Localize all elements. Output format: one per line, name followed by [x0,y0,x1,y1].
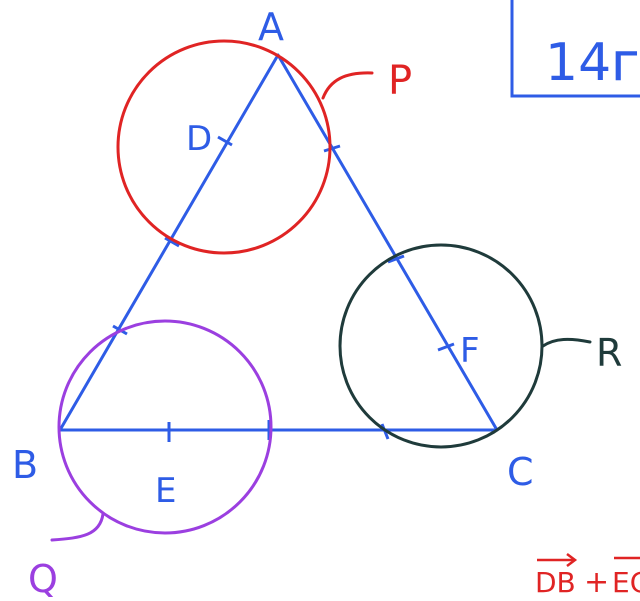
vector-term-ec: EC [612,566,640,599]
answer-box [510,0,640,98]
tick-mark-ac-f [437,342,455,352]
circle-label-r: R [596,331,622,375]
midpoint-label-d: D [186,119,212,159]
vector-expression: DB + EC [535,553,640,600]
vertex-label-c: C [507,450,534,494]
circle-p [116,39,332,255]
tick-mark-ab-upper [164,236,180,248]
circle-q [57,319,273,535]
vertex-label-a: A [258,5,284,49]
box-text: 14ᴦ [545,33,640,93]
triangle-outline [58,53,499,432]
vector-term-db: DB [535,566,576,599]
triangle-abc [58,53,499,442]
circle-label-p: P [388,58,412,104]
circle-r-leader [541,337,592,348]
midpoint-label-f: F [460,331,480,371]
circle-p-leader [321,71,374,100]
circle-label-q: Q [28,557,58,601]
circle-r [338,243,544,449]
midpoint-label-e: E [155,471,176,511]
tick-mark-ac-upper [323,144,341,153]
vector-arrow-db-head [566,553,578,567]
vertex-label-b: B [12,443,38,487]
vector-plus: + [584,565,609,600]
tick-mark-ac-middle [387,254,405,264]
tick-mark-ab-d [217,135,233,147]
circle-q-leader [50,512,105,542]
